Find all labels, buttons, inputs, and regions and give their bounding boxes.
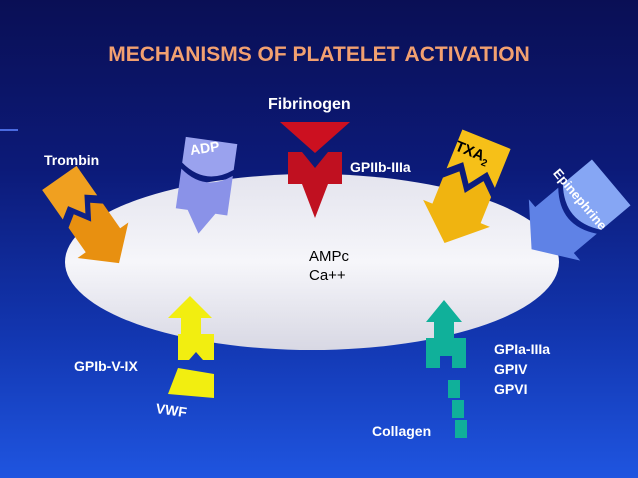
trombin-receptor [68, 202, 129, 264]
collagen-receptor-label-2: GPIV [494, 361, 528, 377]
trombin-shape [42, 165, 129, 264]
txa2-receptor [423, 171, 492, 244]
adp-shape [175, 136, 238, 234]
adp-ligand [182, 136, 238, 177]
collagen-receptor-label-3: GPVI [494, 381, 528, 397]
collagen-fiber-segment [455, 420, 467, 438]
collagen-shape [426, 300, 467, 438]
ca-label: Ca++ [309, 267, 346, 284]
txa2-shape [423, 129, 511, 244]
epinephrine-receptor [528, 187, 597, 261]
collagen-label: Collagen [372, 423, 432, 439]
vwf-ligand [168, 368, 214, 398]
collagen-receptor [426, 300, 466, 368]
txa2-ligand [446, 129, 511, 188]
gp1b-receptor [168, 296, 214, 360]
adp-label: ADP [188, 137, 221, 158]
collagen-fiber-segment [448, 380, 460, 398]
vwf-shape [168, 296, 214, 398]
fibrinogen-shape [280, 122, 350, 218]
trombin-ligand [42, 165, 98, 220]
epinephrine-ligand [562, 159, 631, 230]
gp1b-label: GPIb-V-IX [74, 358, 138, 374]
trombin-label: Trombin [44, 152, 100, 168]
vwf-label: VWF [154, 400, 188, 421]
gp2b3a-receptor [288, 152, 342, 218]
page-title: MECHANISMS OF PLATELET ACTIVATION [108, 43, 530, 66]
adp-receptor [175, 168, 233, 234]
gp2b3a-label: GPIIb-IIIa [350, 159, 411, 175]
fibrinogen-ligand [280, 122, 350, 153]
epinephrine-shape [528, 159, 631, 261]
collagen-fiber-segment [452, 400, 464, 418]
collagen-receptor-label-1: GPIa-IIIa [494, 341, 551, 357]
ampc-label: AMPc [309, 248, 350, 265]
fibrinogen-label: Fibrinogen [268, 96, 351, 113]
